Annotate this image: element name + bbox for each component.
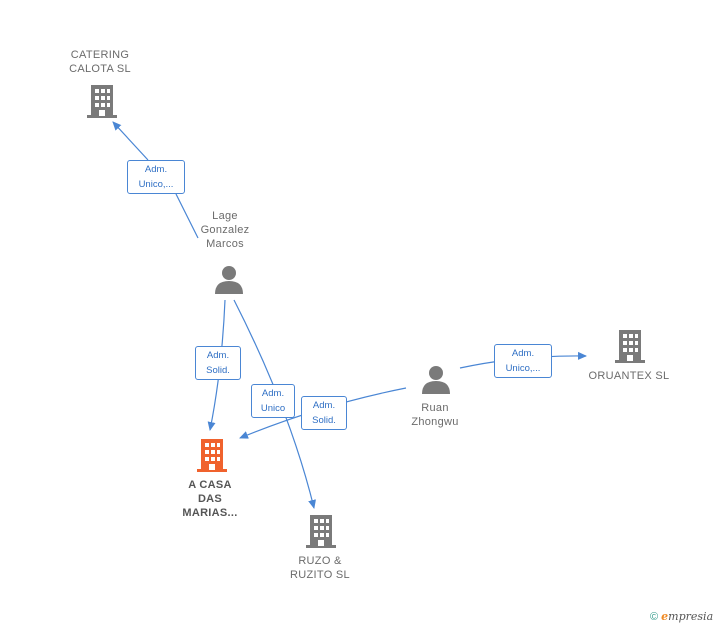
edge-label-lage-catering[interactable]: Adm. Unico,... [127,160,185,194]
node-label-lage-gonzalez-marcos[interactable]: Lage Gonzalez Marcos [200,210,250,250]
brand-logo-e: e [661,610,669,623]
copyright-symbol: © [650,611,659,623]
node-label-ruzo-ruzito[interactable]: RUZO & RUZITO SL [290,555,350,581]
node-label-oruantex[interactable]: ORUANTEX SL [588,370,670,382]
building-icon[interactable] [196,438,228,472]
person-icon[interactable] [421,365,451,395]
node-label-a-casa-das-marias[interactable]: A CASA DAS MARIAS... [182,479,238,519]
building-icon[interactable] [86,84,118,118]
brand-logo-text: mpresia [668,610,714,623]
node-label-catering-calota[interactable]: CATERING CALOTA SL [69,49,131,75]
building-icon[interactable] [614,329,646,363]
person-icon[interactable] [214,265,244,295]
building-icon[interactable] [305,514,337,548]
node-label-ruan-zhongwu[interactable]: Ruan Zhongwu [411,402,459,428]
edge-label-ruan-oruantex[interactable]: Adm. Unico,... [494,344,552,378]
edge-label-lage-acasa[interactable]: Adm. Solid. [195,346,241,380]
edge-label-lage-ruzo[interactable]: Adm. Unico [251,384,295,418]
edge-lage-catering[interactable] [113,122,199,239]
footer-copyright: © empresia [650,610,713,623]
edge-label-ruan-acasa[interactable]: Adm. Solid. [301,396,347,430]
